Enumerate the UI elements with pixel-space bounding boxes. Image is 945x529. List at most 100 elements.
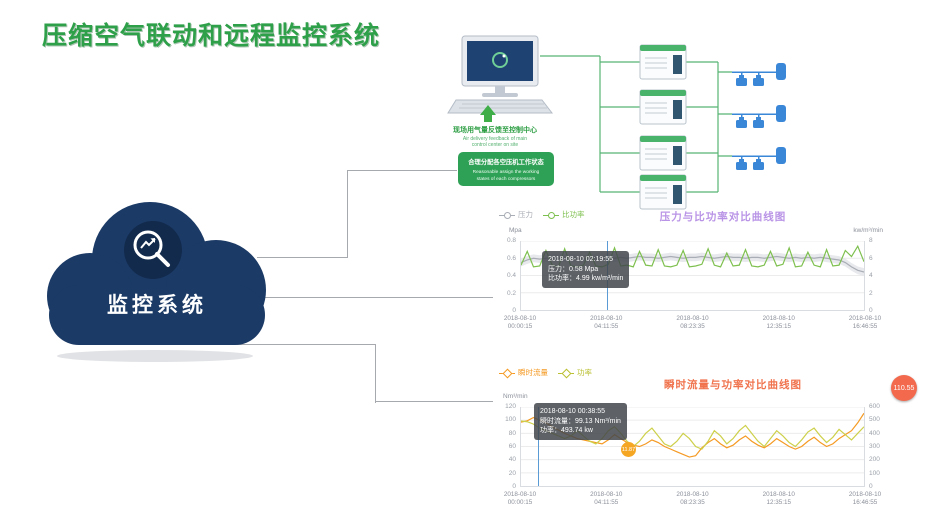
right-axis-unit: kw/m³/min <box>853 227 883 234</box>
chart-tooltip: 2018-08-10 02:19:55 压力：0.58 Mpa 比功率：4.99… <box>542 251 630 288</box>
axis-tick-label: 40 <box>508 456 516 464</box>
connector-line <box>233 344 376 345</box>
compressor-unit[interactable] <box>639 174 687 210</box>
connector-line <box>347 170 457 171</box>
left-axis-ticks: 120 100 80 60 40 20 0 <box>493 403 516 491</box>
control-computer[interactable] <box>447 35 554 114</box>
axis-tick-label: 0.2 <box>506 289 516 297</box>
axis-tick-label: 60 <box>508 442 516 450</box>
feedback-note-en: control center on site <box>472 142 519 148</box>
connector-line <box>375 401 493 402</box>
chart-title: 瞬时流量与功率对比曲线图 <box>664 379 802 391</box>
feedback-note-en: Air delivery feedback of main <box>463 136 527 142</box>
monitoring-cloud[interactable]: 监控系统 <box>35 190 270 365</box>
chart-title: 压力与比功率对比曲线图 <box>659 211 787 223</box>
flow-peak-marker[interactable]: 110.55 <box>891 375 917 401</box>
axis-tick-label: 0 <box>512 482 516 490</box>
axis-tick-label: 600 <box>869 403 880 410</box>
screen-logo-icon <box>492 52 508 68</box>
feedback-note-cn: 现场用气量反馈至控制中心 <box>453 125 537 134</box>
assign-note-en: states of each compressors <box>477 176 536 182</box>
cloud-shadow <box>57 350 253 362</box>
air-equipment-cluster <box>732 63 786 86</box>
legend-item[interactable]: 瞬时流量 <box>499 367 548 378</box>
axis-tick-label: 100 <box>869 469 880 477</box>
tooltip-value: 压力：0.58 Mpa <box>548 265 599 273</box>
axis-tick-label: 6 <box>869 254 873 262</box>
left-axis-unit: Nm³/min <box>503 393 528 400</box>
connector-line <box>257 257 348 258</box>
legend-marker-icon <box>499 212 515 220</box>
compressor-unit[interactable] <box>639 89 687 125</box>
air-equipment-cluster <box>732 105 786 128</box>
crosshair-line <box>538 407 539 486</box>
flow-point-marker[interactable]: 11.87 <box>621 442 636 457</box>
compressor-unit[interactable] <box>639 135 687 171</box>
chart-legend[interactable]: 瞬时流量功率 <box>499 367 592 378</box>
cloud-label: 监控系统 <box>107 293 207 317</box>
axis-tick-label: 300 <box>869 442 880 450</box>
compressor-unit[interactable] <box>639 44 687 80</box>
system-topology-diagram: 现场用气量反馈至控制中心 Air delivery feedback of ma… <box>447 35 786 210</box>
legend-item[interactable]: 比功率 <box>543 209 585 220</box>
plot-area[interactable]: 2018-08-10 00:38:55 瞬时流量：99.13 Nm³/min 功… <box>520 403 865 487</box>
legend-item[interactable]: 压力 <box>499 209 533 220</box>
connector-line <box>375 344 376 403</box>
air-equipment-cluster <box>732 147 786 170</box>
axis-tick-label: 400 <box>869 429 880 437</box>
axis-tick-label: 0.4 <box>506 272 516 279</box>
legend-marker-icon <box>543 212 559 220</box>
assign-note-cn: 合理分配各空压机工作状态 <box>467 157 544 166</box>
axis-tick-label: 100 <box>505 416 516 424</box>
left-axis-ticks: 0.8 0.6 0.4 0.2 0 <box>493 237 516 315</box>
pipeline-links <box>540 55 732 193</box>
assign-note-en: Reasonable assign the working <box>473 169 540 175</box>
up-arrow-icon <box>480 105 496 122</box>
flow-power-chart: 瞬时流量功率 瞬时流量与功率对比曲线图 Nm³/min 120 100 80 60 40… <box>493 363 917 529</box>
tooltip-time: 2018-08-10 00:38:55 <box>540 408 605 415</box>
axis-tick-label: 0 <box>869 307 873 314</box>
axis-tick-label: 0.6 <box>506 254 516 262</box>
axis-tick-label: 20 <box>508 469 516 477</box>
axis-tick-label: 200 <box>869 456 880 464</box>
axis-tick-label: 120 <box>505 403 516 410</box>
keyboard <box>447 99 554 114</box>
tooltip-value: 比功率：4.99 kw/m³/min <box>548 275 624 282</box>
axis-tick-label: 4 <box>869 272 873 279</box>
axis-tick-label: 0.8 <box>506 237 516 244</box>
axis-tick-label: 8 <box>869 237 873 244</box>
chart-tooltip: 2018-08-10 00:38:55 瞬时流量：99.13 Nm³/min 功… <box>534 403 627 440</box>
tooltip-value: 瞬时流量：99.13 Nm³/min <box>540 417 621 425</box>
axis-tick-label: 0 <box>512 307 516 314</box>
tooltip-value: 功率：493.74 kw <box>540 427 593 434</box>
magnifier-icon <box>124 221 182 279</box>
legend-marker-icon <box>558 372 574 374</box>
tooltip-time: 2018-08-10 02:19:55 <box>548 256 613 263</box>
axis-tick-label: 0 <box>869 482 873 490</box>
legend-item[interactable]: 功率 <box>558 367 592 378</box>
plot-area[interactable]: 2018-08-10 02:19:55 压力：0.58 Mpa 比功率：4.99… <box>520 241 865 311</box>
page-title: 压缩空气联动和远程监控系统 <box>42 22 381 50</box>
axis-tick-label: 80 <box>508 429 516 437</box>
connector-line <box>255 297 493 298</box>
assign-note-box: 合理分配各空压机工作状态 Reasonable assign the worki… <box>458 152 554 186</box>
legend-marker-icon <box>499 372 515 374</box>
connector-line <box>347 170 348 258</box>
chart-legend[interactable]: 压力比功率 <box>499 209 585 220</box>
